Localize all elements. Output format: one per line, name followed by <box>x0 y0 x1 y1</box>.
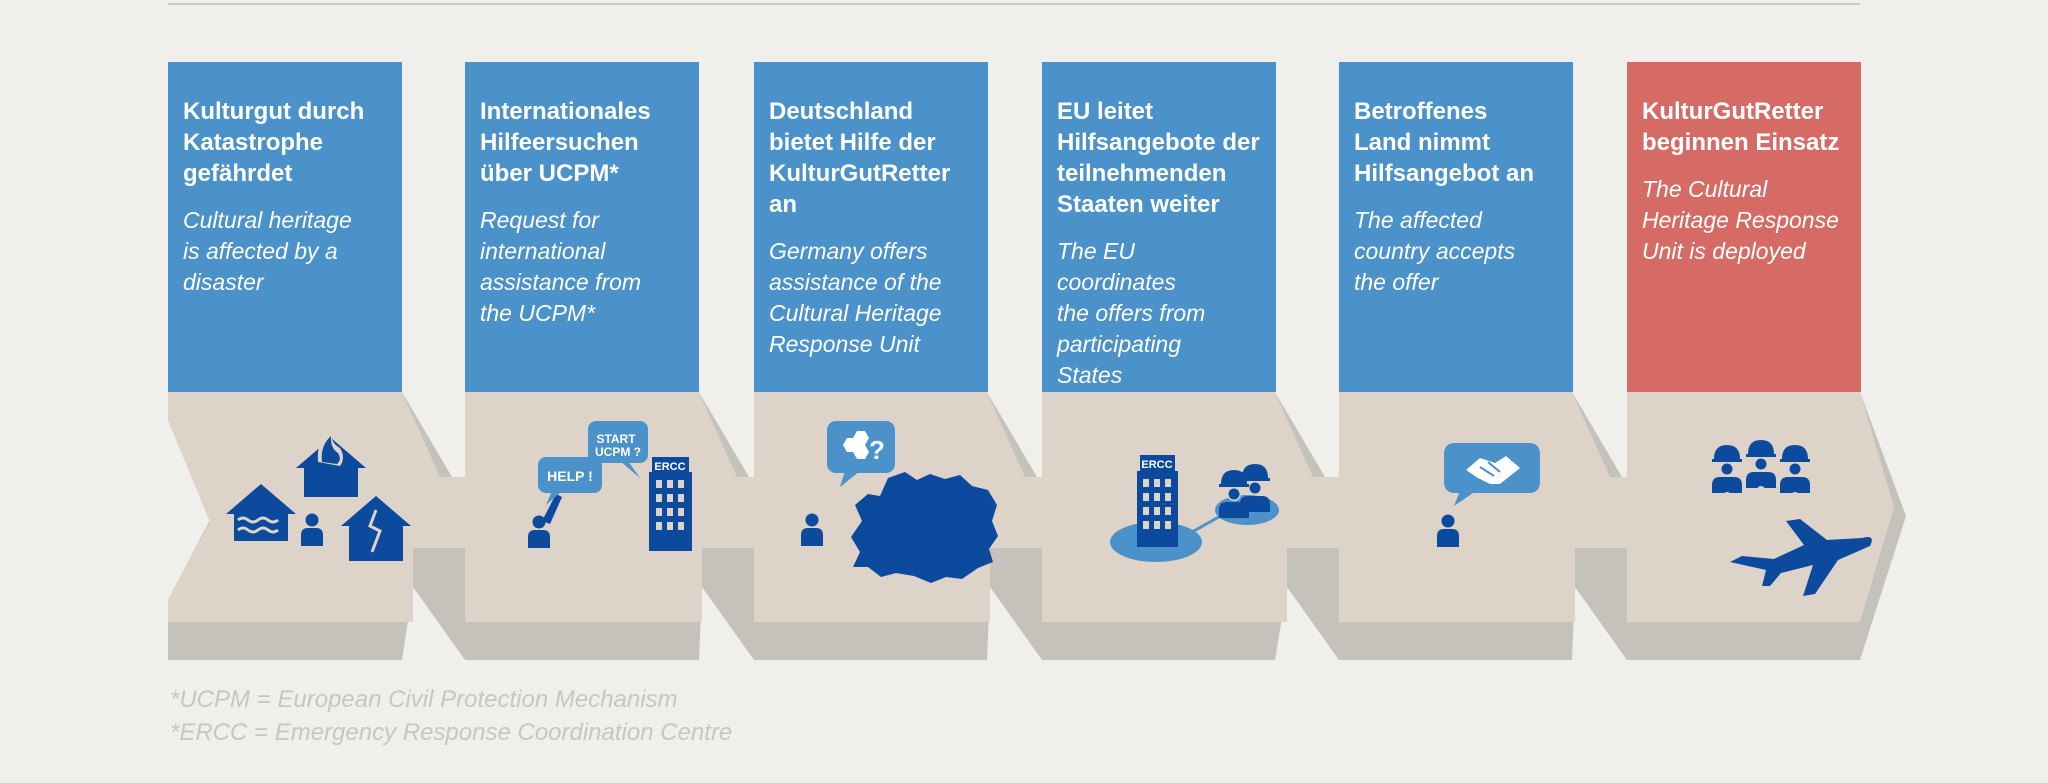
step-text-en: The EU coordinates the offers from parti… <box>1057 238 1206 388</box>
step-title-de: KulturGutRetter beginnen Einsatz <box>1642 98 1840 156</box>
step-card-1: Kulturgut durch Katastrophe gefährdet Cu… <box>168 62 402 392</box>
step-title-de: Betroffenes Land nimmt Hilfsangebot an <box>1354 98 1535 187</box>
step-card-4: EU leitet Hilfsangebote der teilnehmende… <box>1042 62 1276 392</box>
step2-icons: HELP ! START UCPM ? ERCC <box>528 421 692 551</box>
step-text-en: The affected country accepts the offer <box>1354 207 1516 295</box>
handshake-icon <box>1444 443 1540 506</box>
step6-icons <box>1712 440 1872 596</box>
ercc-label: ERCC <box>654 461 685 473</box>
person-calling-help-icon <box>528 494 562 548</box>
step-card-3: Deutschland bietet Hilfe der KulturGutRe… <box>754 62 988 392</box>
step-text-en: Request for international assistance fro… <box>480 207 642 326</box>
step-text-en: The Cultural Heritage Response Unit is d… <box>1642 176 1839 264</box>
ercc-building-icon: ERCC <box>649 457 692 551</box>
rescue-team-icon <box>1712 440 1810 500</box>
footnote-ercc: *ERCC = Emergency Response Coordination … <box>170 719 733 746</box>
help-bubble-text: HELP ! <box>547 468 593 484</box>
burning-house-icon <box>296 428 366 497</box>
offer-question-bubble-icon: ? <box>827 421 895 487</box>
damaged-house-icon <box>341 496 411 561</box>
start-bubble-text: START <box>596 432 636 446</box>
footnote-ucpm: *UCPM = European Civil Protection Mechan… <box>170 686 678 713</box>
step-title-de: Internationales Hilfeersuchen über UCPM* <box>480 98 651 187</box>
connection-line <box>1184 512 1225 538</box>
ercc-label: ERCC <box>1141 459 1172 471</box>
step3-icons: ? <box>801 421 998 583</box>
step1-icons <box>226 428 411 561</box>
step5-icons <box>1437 443 1540 547</box>
step-card-5: Betroffenes Land nimmt Hilfsangebot an T… <box>1339 62 1573 392</box>
ucpm-bubble-text: UCPM ? <box>595 445 641 459</box>
question-mark: ? <box>869 435 885 465</box>
step-title-de: Kulturgut durch Katastrophe gefährdet <box>183 98 365 187</box>
step-text-en: Germany offers assistance of the Cultura… <box>769 238 942 357</box>
speech-bubble-icon: START UCPM ? <box>588 421 648 478</box>
top-divider <box>168 3 1860 5</box>
ercc-building-icon: ERCC <box>1137 455 1178 547</box>
step-title-de: Deutschland bietet Hilfe der KulturGutRe… <box>769 98 951 218</box>
step-title-de: EU leitet Hilfsangebote der teilnehmende… <box>1057 98 1260 218</box>
step4-icons: ERCC <box>1110 455 1279 562</box>
flooded-house-icon <box>226 484 296 541</box>
step-card-2: Internationales Hilfeersuchen über UCPM*… <box>465 62 699 392</box>
airplane-icon <box>1730 519 1872 596</box>
step-text-en: Cultural heritage is affected by a disas… <box>183 207 352 295</box>
help-bubble: HELP ! <box>538 457 602 505</box>
germany-map-icon <box>851 472 998 583</box>
step-card-6: KulturGutRetter beginnen Einsatz The Cul… <box>1627 62 1861 392</box>
